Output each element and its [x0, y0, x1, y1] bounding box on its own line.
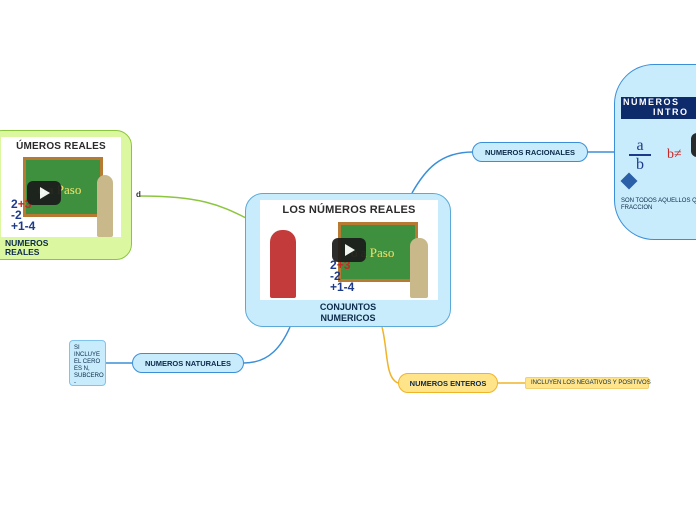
image-title-line2: INTRO: [653, 107, 689, 117]
node-conjuntos-numericos[interactable]: LOS NÚMEROS REALES o a Paso 2+3-2+1-4 CO…: [245, 193, 451, 327]
play-button[interactable]: [332, 238, 366, 262]
fraction-numerator: a: [629, 137, 651, 156]
node-enteros-note[interactable]: INCLUYEN LOS NEGATIVOS Y POSITIVOS: [525, 377, 651, 389]
teacher-woman-figure: [270, 230, 296, 298]
image-title-banner: NÚMEROS INTRO: [621, 97, 696, 119]
video-thumbnail[interactable]: ÚMEROS REALES o a Paso 2+3-2+1-4: [1, 137, 121, 237]
node-numeros-enteros[interactable]: NUMEROS ENTEROS: [398, 373, 498, 393]
video-heading: ÚMEROS REALES: [16, 141, 106, 152]
node-label: NUMEROS RACIONALES: [484, 147, 575, 157]
video-thumbnail[interactable]: LOS NÚMEROS REALES o a Paso 2+3-2+1-4: [260, 200, 438, 300]
node-label: CONJUNTOS NUMERICOS: [319, 302, 377, 323]
node-numeros-reales[interactable]: ÚMEROS REALES o a Paso 2+3-2+1-4 NUMEROS…: [0, 130, 132, 260]
logo-icon: [620, 172, 638, 190]
math-sign-graphic: 2+3-2+1-4: [11, 197, 36, 233]
teacher-figure: [97, 175, 113, 237]
link-enteros: [381, 326, 399, 384]
teacher-man-figure: [410, 238, 428, 298]
fraction-graphic: a b: [629, 137, 651, 173]
video-heading: LOS NÚMEROS REALES: [282, 204, 416, 216]
neq-text: b≠: [667, 147, 682, 162]
math-sign-graphic: 2+3-2+1-4: [330, 258, 355, 294]
node-label: NUMEROS NATURALES: [144, 358, 232, 368]
connector-mark: d: [136, 190, 141, 199]
node-numeros-naturales[interactable]: NUMEROS NATURALES: [132, 353, 244, 373]
play-button[interactable]: [691, 133, 696, 157]
link-naturales: [243, 326, 291, 364]
node-naturales-note[interactable]: SI INCLUYE EL CERO ES N, SUBCERO -: [69, 340, 106, 386]
node-note: INCLUYEN LOS NEGATIVOS Y POSITIVOS: [531, 380, 651, 386]
link-left: [139, 195, 247, 219]
image-title-line1: NÚMEROS: [623, 97, 680, 107]
play-button[interactable]: [27, 181, 61, 205]
node-label: NUMEROS ENTEROS: [409, 378, 487, 388]
node-note: SI INCLUYE EL CERO ES N, SUBCERO -: [74, 345, 104, 386]
node-note: SON TODOS AQUELLOS QU FRACCION: [621, 198, 696, 211]
node-numeros-racionales[interactable]: NUMEROS RACIONALES: [472, 142, 588, 162]
fraction-denominator: b: [636, 156, 644, 173]
link-racionales: [411, 151, 474, 194]
node-racionales-image[interactable]: NÚMEROS INTRO a b b≠ SON TODOS AQUELLOS …: [614, 64, 696, 240]
node-label: NUMEROS REALES: [5, 238, 49, 257]
